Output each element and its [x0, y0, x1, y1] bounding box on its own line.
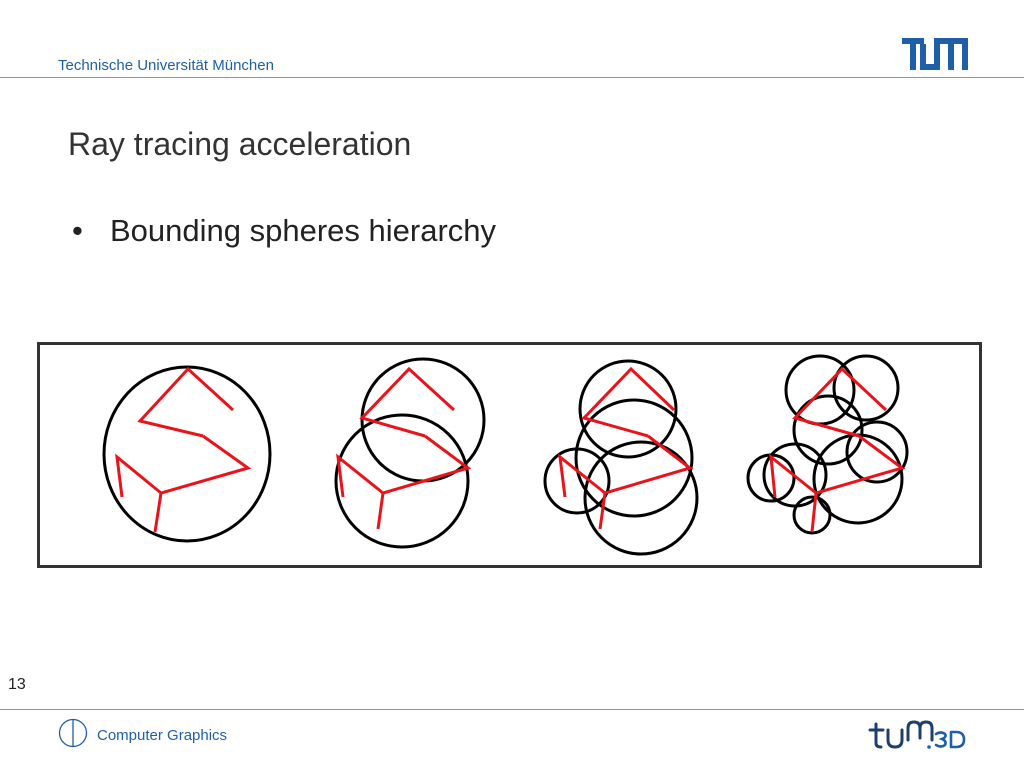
bounding-sphere: [574, 398, 694, 518]
bounding-sphere: [746, 453, 796, 503]
tum3d-dot: [927, 745, 931, 749]
curve-segment: [598, 434, 694, 530]
panel-level-2: [543, 359, 699, 556]
curve-segment: [137, 366, 235, 438]
bounding-sphere: [102, 365, 272, 543]
curve-segment: [810, 434, 906, 533]
header-divider: [0, 77, 1024, 78]
panel-level-3: [746, 354, 909, 535]
bounding-sphere: [792, 394, 864, 466]
computer-graphics-icon: [58, 718, 88, 748]
slide-title: Ray tracing acceleration: [68, 126, 412, 162]
bounding-sphere: [832, 354, 900, 422]
bounding-sphere: [583, 440, 699, 556]
bullet-marker: •: [72, 213, 83, 248]
curve-segment: [769, 453, 817, 498]
course-name: Computer Graphics: [97, 727, 228, 744]
footer-divider: [0, 709, 1024, 710]
figure-frame: [37, 342, 982, 568]
tum3d-logo: [868, 720, 966, 749]
bounding-spheres-diagram: [37, 342, 982, 568]
tum-logo: [902, 38, 968, 70]
panel-level-1: [334, 357, 486, 549]
bullet-item: • Bounding spheres hierarchy: [72, 213, 496, 249]
bounding-sphere: [543, 447, 611, 515]
curve-segment: [336, 453, 384, 498]
institution-name: Technische Universität München: [58, 57, 274, 74]
bounding-sphere: [845, 420, 909, 484]
curve-segment: [359, 366, 456, 438]
bounding-sphere: [792, 495, 832, 535]
curve-segment: [558, 453, 606, 498]
curve-segment: [153, 434, 252, 533]
bullet-text: Bounding spheres hierarchy: [110, 213, 497, 248]
curve-segment: [115, 453, 162, 498]
curve-segment: [792, 366, 888, 438]
curve-segment: [376, 434, 472, 530]
panel-level-0: [102, 365, 272, 543]
bounding-sphere: [334, 413, 470, 549]
curve-segment: [581, 366, 676, 438]
page-number: 13: [8, 676, 26, 693]
bounding-sphere: [578, 359, 678, 459]
